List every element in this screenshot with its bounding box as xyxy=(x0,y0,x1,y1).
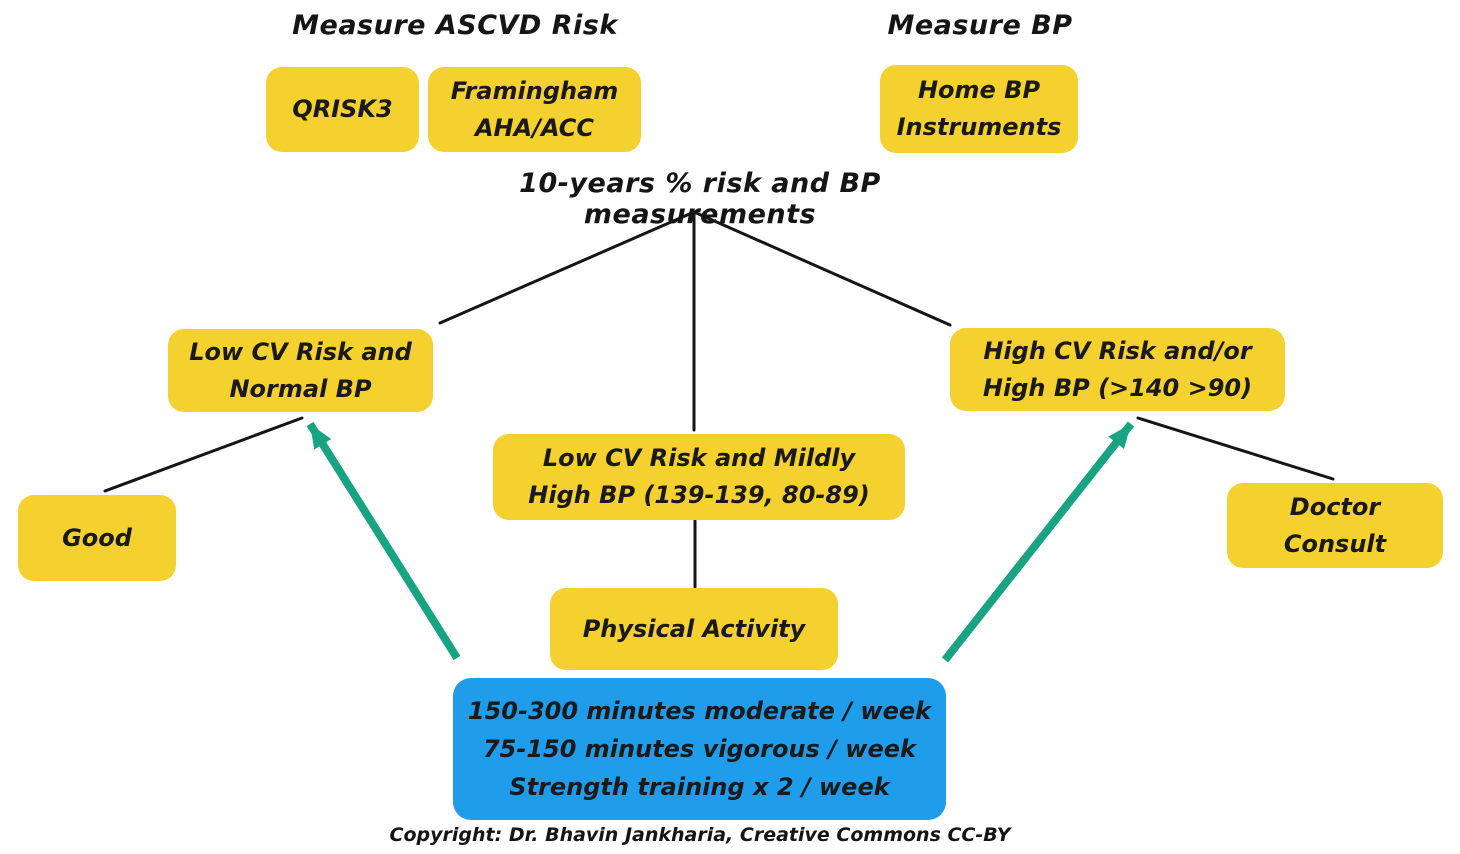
node-mild-risk-line1: Low CV Risk and Mildly xyxy=(542,444,856,472)
connector-high-risk-to-doctor xyxy=(1136,416,1335,481)
heading-measure-ascvd: Measure ASCVD Risk xyxy=(292,10,618,41)
activity-detail-line2: 75-150 minutes vigorous / week xyxy=(482,735,916,763)
connector-good-to-low-risk xyxy=(103,416,304,493)
node-home-bp-line2: Instruments xyxy=(896,113,1062,141)
activity-detail-line1: 150-300 minutes moderate / week xyxy=(467,697,932,725)
heading-measure-bp: Measure BP xyxy=(887,10,1073,41)
node-physical-activity: Physical Activity xyxy=(550,588,838,670)
node-qrisk3: QRISK3 xyxy=(266,67,419,152)
activity-detail-line3: Strength training x 2 / week xyxy=(509,773,890,801)
arrow-activity-to-low-risk xyxy=(306,421,461,661)
node-home-bp-line1: Home BP xyxy=(917,76,1041,104)
footer-copyright: Copyright: Dr. Bhavin Jankharia, Creativ… xyxy=(389,824,1011,846)
node-high-risk-line1: High CV Risk and/or xyxy=(983,336,1252,365)
node-high-risk: High CV Risk and/or High BP (>140 >90) xyxy=(950,328,1285,411)
node-doctor-consult-label: Doctor Consult xyxy=(1283,492,1387,558)
flow-label: 10-years % risk and BP measurements xyxy=(519,168,881,230)
node-low-risk-line2: Normal BP xyxy=(229,374,372,403)
node-mild-risk: Low CV Risk and Mildly High BP (139-139,… xyxy=(493,434,905,520)
node-framingham: Framingham AHA/ACC xyxy=(428,67,641,152)
node-physical-activity-label: Physical Activity xyxy=(582,614,806,643)
node-mild-risk-line2: High BP (139-139, 80-89) xyxy=(528,481,870,509)
node-qrisk3-label: QRISK3 xyxy=(292,95,393,123)
node-framingham-line1: Framingham xyxy=(450,76,619,105)
node-home-bp: Home BP Instruments xyxy=(880,65,1078,153)
node-doctor-consult: Doctor Consult xyxy=(1227,483,1443,568)
node-framingham-line2: AHA/ACC xyxy=(474,113,595,142)
node-activity-details: 150-300 minutes moderate / week 75-150 m… xyxy=(453,678,946,820)
node-low-risk-line1: Low CV Risk and xyxy=(189,337,412,366)
node-high-risk-line2: High BP (>140 >90) xyxy=(982,373,1253,402)
node-low-risk: Low CV Risk and Normal BP xyxy=(168,329,433,412)
node-good: Good xyxy=(18,495,176,581)
node-good-label: Good xyxy=(62,523,132,552)
arrow-activity-to-high-risk xyxy=(941,421,1135,663)
